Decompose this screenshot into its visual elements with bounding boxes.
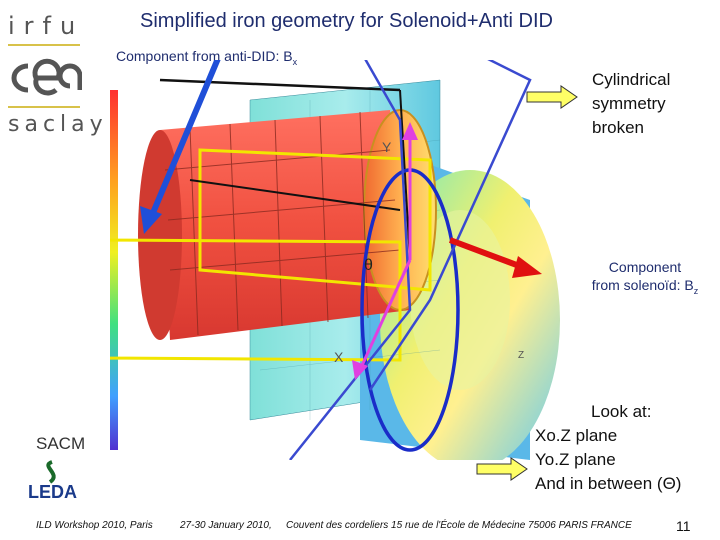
solenoid-component-label: Component from solenoïd: Bz	[591, 259, 699, 296]
sacm-label: SACM	[36, 434, 86, 453]
yellow-plane-xoz	[110, 238, 402, 362]
y-axis-arrow-icon	[402, 122, 418, 140]
logo-divider	[8, 44, 80, 46]
color-scale-bar	[110, 90, 118, 450]
page-number: 11	[676, 518, 691, 534]
look-at-text: Look at: Xo.Z plane Yo.Z plane And in be…	[535, 402, 682, 493]
x-axis-arrow-icon	[352, 360, 368, 380]
x-axis-label: X	[334, 349, 344, 365]
cylindrical-symmetry-text: Cylindrical symmetry broken	[592, 70, 671, 137]
irfu-logo: irfu	[8, 12, 85, 40]
coil-end-left	[138, 130, 182, 340]
y-axis-label: Y	[382, 139, 392, 155]
saclay-logo: saclay	[8, 112, 108, 137]
footer-venue: Couvent des cordeliers 15 rue de l'École…	[286, 520, 632, 531]
footer-dates: 27-30 January 2010,	[180, 520, 272, 531]
anti-did-component-label: Component from anti-DID: Bx	[116, 48, 298, 67]
svg-text:LEDA: LEDA	[28, 482, 77, 502]
z-axis-label: Z	[518, 350, 524, 361]
theta-label: θ	[364, 257, 373, 274]
callout-arrow-icon	[526, 85, 578, 109]
leda-logo-icon: LEDA	[28, 460, 77, 502]
cea-logo-icon	[11, 58, 82, 96]
iron-geometry-figure: Y X θ Z	[110, 60, 560, 460]
logo-divider	[8, 106, 80, 108]
yellow-plane-yoz	[198, 148, 432, 292]
red-arrow-icon	[512, 256, 542, 278]
slide-title: Simplified iron geometry for Solenoid+An…	[140, 10, 553, 32]
footer-workshop: ILD Workshop 2010, Paris	[36, 520, 153, 531]
callout-arrow-icon	[476, 457, 528, 481]
blue-arrow-icon	[140, 206, 162, 234]
